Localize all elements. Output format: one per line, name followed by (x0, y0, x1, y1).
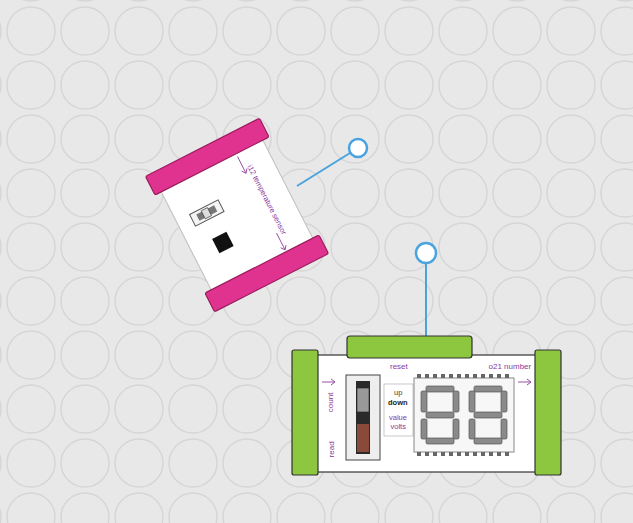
switch-knob (201, 208, 211, 219)
digit-segment (421, 419, 427, 439)
digit-segment (501, 419, 507, 439)
module-label: reset (390, 363, 408, 372)
digit-segment (474, 412, 502, 418)
digit-segment (501, 391, 507, 412)
direction-arrow (518, 379, 531, 385)
display-pin (489, 452, 493, 456)
display-pin (505, 452, 509, 456)
green-connector (292, 350, 318, 475)
digit-segment (426, 412, 454, 418)
number-module (292, 336, 561, 475)
display-pin (433, 374, 437, 378)
digit-segment (469, 391, 475, 412)
module-label: up (394, 389, 402, 397)
display-pin (449, 452, 453, 456)
display-pin (433, 452, 437, 456)
display-pin (481, 452, 485, 456)
display-pin (441, 374, 445, 378)
handle (416, 243, 436, 263)
digit-segment (426, 386, 454, 392)
pink-connector (145, 118, 269, 195)
module-label: volts (391, 423, 406, 431)
green-bar (347, 336, 472, 358)
seven-segment-display (414, 374, 514, 456)
display-pin (473, 452, 477, 456)
display-pin (441, 452, 445, 456)
module-label: value (389, 414, 407, 422)
display-pin (465, 374, 469, 378)
display-pin (417, 452, 421, 456)
digit-segment (469, 419, 475, 439)
module-body (300, 355, 552, 472)
digit-segment (474, 438, 502, 444)
digit-segment (421, 391, 427, 412)
digit-segment (453, 419, 459, 439)
display-pin (457, 374, 461, 378)
module-label: o21 number (489, 363, 532, 372)
digit-segment (426, 438, 454, 444)
display-pin (473, 374, 477, 378)
handle (349, 139, 367, 157)
display-pin (505, 374, 509, 378)
switch-slot (356, 381, 370, 454)
sensor-chip (212, 232, 234, 254)
display-pin (417, 374, 421, 378)
module-label: count (327, 392, 336, 412)
display-pin (449, 374, 453, 378)
display-pin (489, 374, 493, 378)
digit-segment (453, 391, 459, 412)
display-pin (497, 374, 501, 378)
display-pin (465, 452, 469, 456)
wire (297, 153, 350, 186)
display-pin (457, 452, 461, 456)
temperature-sensor-module (145, 118, 328, 312)
module-label: down (388, 399, 408, 407)
slide-switch (346, 375, 380, 460)
display-pin (425, 452, 429, 456)
direction-arrow (322, 379, 335, 385)
digit-segment (474, 386, 502, 392)
wire (425, 263, 427, 336)
module-label: read (328, 441, 337, 457)
switch-knob (357, 388, 369, 412)
display-pin (425, 374, 429, 378)
switch-slot (196, 205, 217, 220)
display-pin (497, 452, 501, 456)
switch-slot-lower (357, 424, 369, 452)
switch-icon (190, 200, 224, 226)
number-module: o21 number reset read count up down valuevolts (292, 336, 560, 475)
mode-frame (384, 384, 413, 436)
display-frame (414, 378, 514, 452)
green-connector (535, 350, 561, 475)
display-pin (481, 374, 485, 378)
